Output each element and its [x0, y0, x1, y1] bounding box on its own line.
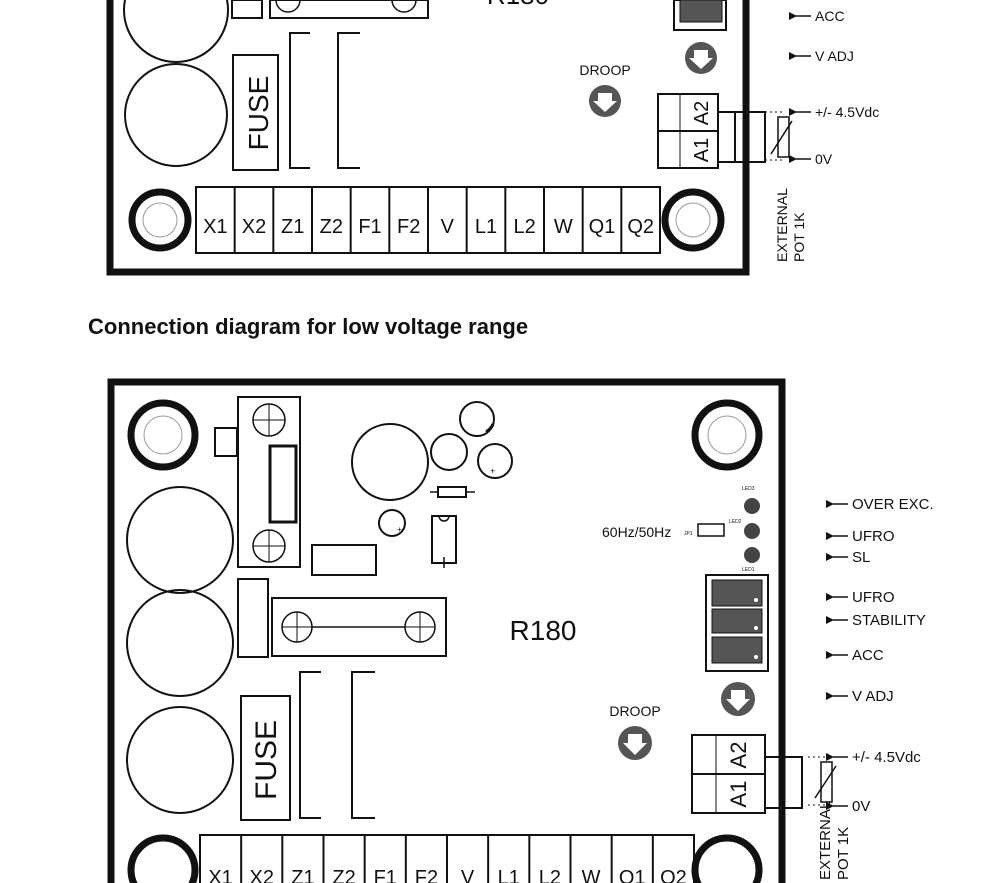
bottom-label-1: UFRO [852, 528, 895, 545]
top-terminal-q2: Q2 [627, 216, 654, 238]
top-pot-caption-1: EXTERNAL [774, 188, 790, 262]
bottom-label-8: 0V [852, 798, 870, 815]
bottom-terminal-q2: Q2 [660, 867, 687, 883]
top-fuse [232, 54, 279, 171]
frequency-jumper [697, 523, 725, 537]
droop-label: DROOP [609, 703, 660, 719]
down-arrow-icon [618, 726, 652, 760]
bottom-terminal-x2: X2 [250, 867, 274, 883]
top-pot-a1: A1 [691, 138, 713, 162]
bottom-label-6: V ADJ [852, 688, 894, 705]
top-pot-caption-2: POT 1K [791, 212, 807, 262]
pot-a2: A2 [726, 742, 751, 769]
svg-text:+: + [397, 525, 402, 534]
svg-text:+: + [490, 466, 495, 476]
down-arrow-icon [721, 682, 755, 716]
top-terminal-z2: Z2 [320, 216, 343, 238]
page-title: Connection diagram for low voltage range [88, 314, 529, 339]
led2 [744, 523, 760, 539]
bottom-terminal-f2: F2 [415, 867, 438, 883]
top-terminal-w: W [554, 216, 573, 238]
capacitor-3 [126, 706, 234, 814]
bottom-label-5: ACC [852, 647, 884, 664]
top-terminal-l2: L2 [514, 216, 536, 238]
ufro-trimmer [711, 608, 763, 634]
bottom-label-2: SL [852, 549, 870, 566]
top-fuse-label: FUSE [243, 76, 274, 151]
top-terminal-q1: Q1 [589, 216, 616, 238]
top-terminal-x1: X1 [203, 216, 227, 238]
capacitor-1 [126, 486, 234, 594]
led2-code: LED2 [729, 519, 742, 525]
top-label-3: 0V [815, 151, 833, 167]
bottom-terminal-w: W [582, 867, 601, 883]
down-arrow-icon [589, 85, 621, 117]
stability-trimmer [711, 579, 763, 607]
acc-trimmer [711, 636, 763, 664]
top-terminal-x2: X2 [242, 216, 266, 238]
fuse [240, 695, 291, 821]
bottom-board: + + R180 FUSE 60Hz/50Hz JP1 LED [107, 378, 934, 883]
pot-caption-2: POT 1K [835, 827, 852, 880]
bottom-terminal-q1: Q1 [619, 867, 646, 883]
bottom-terminal-l2: L2 [539, 867, 561, 883]
down-arrow-icon [685, 42, 717, 74]
terminal-group: X1 X2 Z1 Z2 F1 F2 V L1 L2 W Q1 Q2 [208, 835, 687, 883]
led1-code: LED1 [742, 567, 755, 573]
top-terminal-z1: Z1 [281, 216, 304, 238]
top-board: R180 FUSE DROOP A2 A1 [106, 0, 879, 276]
bottom-label-3: UFRO [852, 589, 895, 606]
top-model-label: R180 [487, 0, 549, 10]
external-pot-top [777, 116, 790, 158]
trimmer-block [705, 574, 769, 672]
top-label-0: ACC [815, 8, 845, 24]
top-terminal-f2: F2 [397, 216, 420, 238]
top-terminal-f1: F1 [358, 216, 381, 238]
bottom-label-4: STABILITY [852, 612, 926, 629]
top-label-2: +/- 4.5Vdc [815, 104, 879, 120]
bottom-terminal-z1: Z1 [291, 867, 314, 883]
led3-code: LED3 [742, 486, 755, 492]
capacitor-top-1 [123, 0, 229, 63]
bottom-terminal-x1: X1 [208, 867, 232, 883]
pot-a1: A1 [726, 781, 751, 808]
bottom-label-7: +/- 4.5Vdc [852, 749, 921, 766]
bottom-terminal-f1: F1 [374, 867, 397, 883]
jumper-label: 60Hz/50Hz [602, 524, 671, 540]
top-terminal-l1: L1 [475, 216, 497, 238]
bottom-label-0: OVER EXC. [852, 496, 934, 513]
label-group: OVER EXC. UFRO SL UFRO STABILITY ACC V ADJ +/- … [826, 496, 934, 815]
bottom-terminal-l1: L1 [498, 867, 520, 883]
capacitor-2 [126, 589, 234, 697]
bottom-terminal-v: V [461, 867, 475, 883]
top-pot-a2: A2 [691, 101, 713, 125]
top-terminal-group: X1 X2 Z1 Z2 F1 F2 V L1 L2 W Q1 Q2 [203, 187, 654, 253]
jumper-code: JP1 [684, 531, 693, 537]
power-component [237, 396, 301, 568]
external-pot [820, 761, 833, 803]
pot-caption-1: EXTERNAL [817, 801, 834, 880]
fuse-label: FUSE [250, 720, 283, 800]
top-terminal-v: V [441, 216, 455, 238]
top-droop-label: DROOP [579, 62, 630, 78]
led1 [744, 547, 760, 563]
bottom-terminal-z2: Z2 [332, 867, 355, 883]
model-label: R180 [510, 615, 577, 646]
led3 [744, 498, 760, 514]
top-label-group: ACC V ADJ +/- 4.5Vdc 0V [789, 8, 879, 167]
top-label-1: V ADJ [815, 48, 854, 64]
capacitor-top-2 [124, 63, 228, 167]
